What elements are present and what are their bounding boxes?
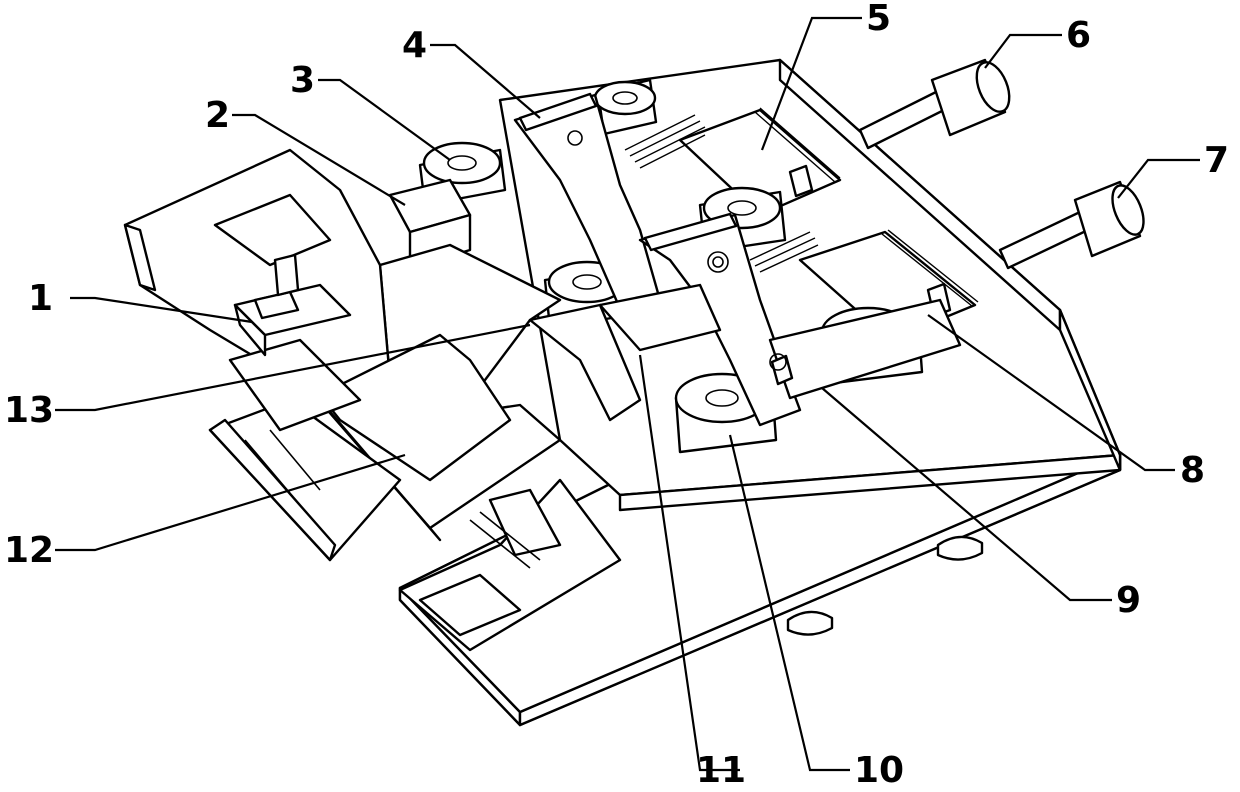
leader-3	[318, 80, 450, 160]
callout-6: 6	[1066, 15, 1091, 56]
guide-rod-lower	[1000, 181, 1150, 268]
callout-2: 2	[205, 95, 230, 136]
callout-7: 7	[1204, 140, 1229, 181]
guide-rod-upper	[860, 58, 1016, 148]
callout-1: 1	[28, 278, 53, 319]
callout-4: 4	[402, 25, 427, 66]
callout-3: 3	[290, 60, 315, 101]
callout-13: 13	[4, 390, 54, 431]
callout-9: 9	[1116, 580, 1141, 621]
leader-6	[985, 35, 1062, 68]
callout-5: 5	[866, 0, 891, 39]
callout-11: 11	[696, 750, 746, 791]
callout-12: 12	[4, 530, 54, 571]
callout-8: 8	[1180, 450, 1205, 491]
callout-10: 10	[854, 750, 904, 791]
